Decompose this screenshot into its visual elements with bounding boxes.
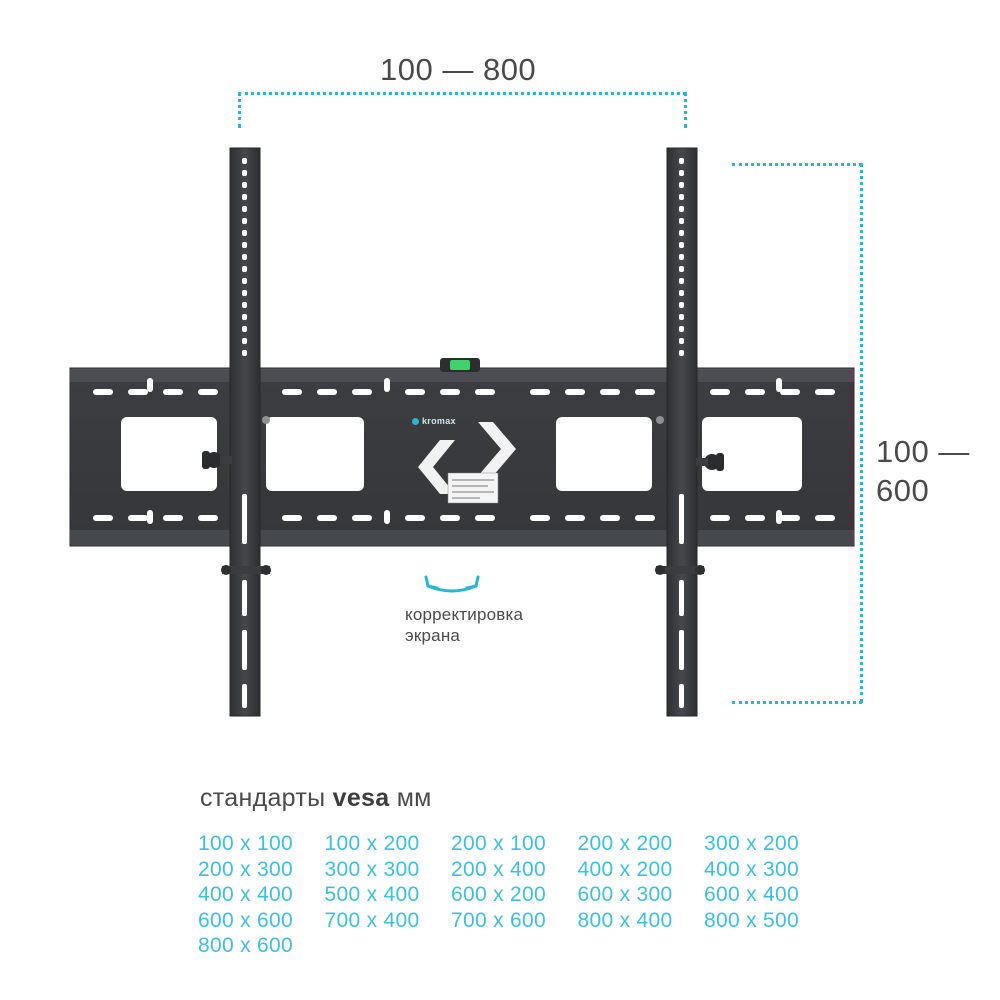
vesa-size-item: 300 x 200 <box>704 832 799 855</box>
vesa-title-prefix: стандарты <box>200 784 326 812</box>
right-vertical-arm <box>655 147 724 717</box>
vesa-size-item: 700 x 600 <box>451 908 546 932</box>
vesa-size-item: 800 x 600 <box>198 934 293 957</box>
width-range-label: 100 — 800 <box>380 52 537 87</box>
vesa-size-item: 600 x 300 <box>577 883 673 906</box>
left-vertical-arm <box>202 147 271 717</box>
vesa-size-item: 200 x 200 <box>577 832 673 855</box>
vesa-size-item: 200 x 400 <box>451 857 546 881</box>
vesa-size-item: 100 x 200 <box>324 832 420 855</box>
vesa-size-item: 600 x 200 <box>451 883 546 906</box>
vesa-size-item: 100 x 100 <box>198 832 293 855</box>
height-dimension-line <box>860 163 863 703</box>
vesa-sizes-grid: 100 x 100 100 x 200 200 x 100 200 x 200 … <box>198 832 831 960</box>
vesa-size-item: 700 x 400 <box>324 908 420 932</box>
height-range-line2: 600 <box>876 473 930 508</box>
vesa-size-item: 300 x 300 <box>324 857 420 881</box>
vesa-size-item: 500 x 400 <box>324 883 420 906</box>
vesa-size-item: 200 x 300 <box>198 857 293 881</box>
vesa-size-item: 800 x 400 <box>577 908 673 932</box>
chevron-arrows-icon <box>418 422 516 494</box>
vesa-size-item: 400 x 200 <box>577 857 673 881</box>
width-dimension-right-tick <box>684 92 687 128</box>
kromax-logo: kromax <box>412 416 456 426</box>
vesa-size-item: 400 x 300 <box>704 857 799 881</box>
vesa-title-suffix: мм <box>396 784 432 812</box>
vesa-size-item: 600 x 600 <box>198 908 293 932</box>
vesa-standards-title: стандарты vesa мм <box>200 784 432 813</box>
vesa-size-item: 800 x 500 <box>704 908 799 932</box>
width-dimension-line <box>238 92 686 95</box>
vesa-title-bold: vesa <box>332 784 390 812</box>
kromax-logo-text: kromax <box>422 416 456 426</box>
width-dimension-left-tick <box>238 92 241 128</box>
tilt-caption: корректировка экрана <box>405 604 523 646</box>
bubble-level-icon <box>450 360 470 370</box>
tilt-caption-line2: экрана <box>405 626 461 645</box>
tilt-caption-line1: корректировка <box>405 605 524 624</box>
height-dimension-bottom-tick <box>732 701 862 704</box>
kromax-logo-mark-icon <box>412 417 419 425</box>
height-range-label: 100 — 600 <box>876 432 996 510</box>
tilt-arrow-icon <box>424 575 480 593</box>
height-dimension-top-tick <box>732 163 862 166</box>
vesa-size-item: 600 x 400 <box>704 883 799 906</box>
vesa-size-item: 400 x 400 <box>198 883 293 906</box>
height-range-line1: 100 — <box>876 434 970 469</box>
wall-plate <box>69 358 855 547</box>
vesa-size-item: 200 x 100 <box>451 832 546 855</box>
